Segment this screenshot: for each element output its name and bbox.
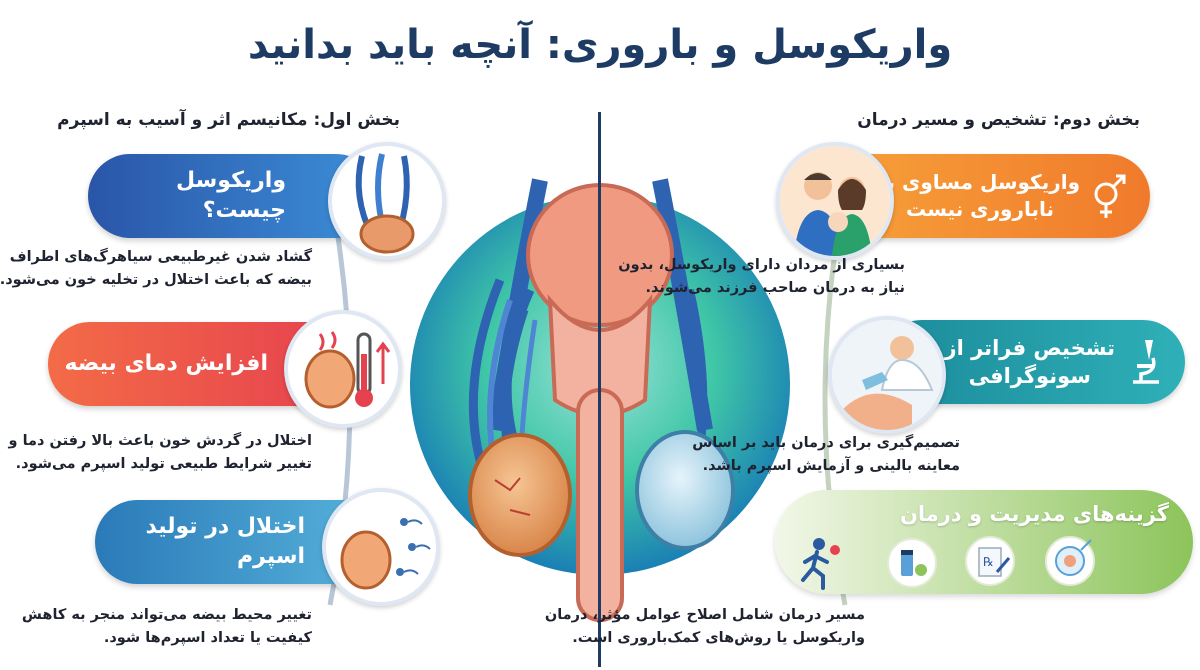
ivf-petri-icon	[1045, 536, 1095, 586]
card-description: گشاد شدن غیرطبیعی سیاهرگ‌های اطراف بیضه …	[0, 249, 312, 289]
card-label: افزایش دمای بیضه	[64, 351, 268, 377]
card-description: اختلال در گردش خون باعث بالا رفتن دما و …	[8, 433, 312, 473]
center-divider	[598, 112, 601, 667]
doctor-exam-icon	[828, 316, 946, 434]
right-testis	[635, 430, 735, 550]
card-description: مسیر درمان شامل اصلاح عوامل مؤثر، درمان …	[544, 607, 865, 647]
card-management-options: گزینه‌های مدیریت و درمان ℞	[775, 490, 1193, 594]
family-icon	[776, 142, 894, 260]
sperm-icon	[322, 488, 440, 606]
microscope-icon	[1123, 336, 1165, 386]
card-label: تشخیص فراتر از سونوگرافی	[944, 335, 1115, 388]
card-label: اختلال در تولید اسپرم	[145, 514, 305, 569]
left-section-heading: بخش اول: مکانیسم اثر و آسیب به اسپرم	[57, 110, 400, 130]
page-title: واریکوسل و باروری: آنچه باید بدانید	[247, 22, 953, 68]
card-description: بسیاری از مردان دارای واریکوسل، بدون نیا…	[618, 257, 905, 297]
card-description: تصمیم‌گیری برای درمان باید بر اساس معاین…	[692, 435, 960, 475]
medication-icon	[887, 538, 937, 588]
card-label: گزینه‌های مدیریت و درمان	[899, 502, 1169, 526]
venus-mars-icon	[1088, 172, 1128, 220]
card-label: واریکوسل چیست؟	[176, 168, 286, 223]
card-description: تغییر محیط بیضه می‌تواند منجر به کاهش کی…	[21, 607, 312, 647]
runner-icon	[789, 536, 845, 592]
svg-text:℞: ℞	[983, 555, 994, 569]
left-testis	[468, 433, 572, 557]
card-label: واریکوسل مساوی با ناباروری نیست	[880, 170, 1080, 221]
varicose-veins-icon	[328, 142, 446, 260]
right-section-heading: بخش دوم: تشخیص و مسیر درمان	[857, 110, 1140, 130]
prescription-icon: ℞	[965, 536, 1015, 586]
thermometer-testis-icon	[284, 310, 402, 428]
